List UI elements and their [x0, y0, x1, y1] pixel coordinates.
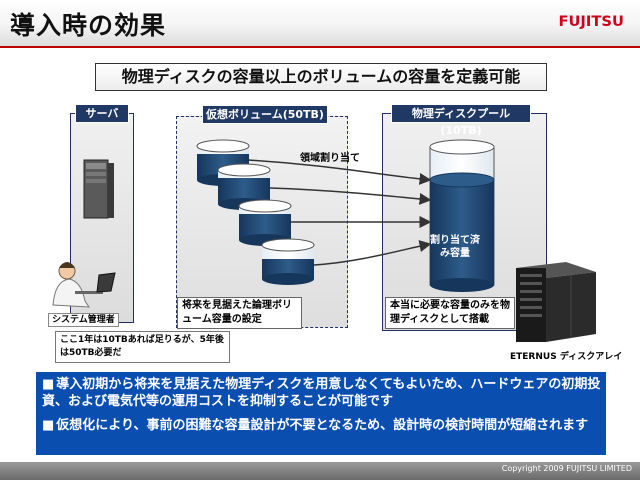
pool-panel-title: 物理ディスクプール(10TB): [391, 104, 531, 137]
eternus-label: ETERNUS ディスクアレイ: [510, 352, 623, 362]
summary-box: ■導入初期から将来を見据えた物理ディスクを用意しなくてもよいため、ハードウェアの…: [36, 372, 606, 455]
pool-caption: 本当に必要な容量のみを物理ディスクとして搭載: [385, 297, 515, 329]
admin-speech-note: ここ1年は10TBあれば足りるが、5年後は50TB必要だ: [55, 331, 230, 363]
page-title: 導入時の効果: [10, 11, 167, 40]
volume-panel-title: 仮想ボリューム(50TB): [202, 105, 328, 124]
logo-text: FUJITSU: [558, 14, 624, 30]
copyright-text: Copyright 2009 FUJITSU LIMITED: [501, 464, 632, 473]
summary-item-text: 仮想化により、事前の困難な容量設計が不要となるため、設計時の検討時間が短縮されま…: [56, 418, 589, 433]
eternus-storage-icon: [516, 262, 596, 342]
fujitsu-logo: FUJITSU: [558, 14, 623, 30]
server-panel-title: サーバ: [75, 104, 129, 123]
allocation-label: 領域割り当て: [300, 153, 360, 164]
allocated-capacity-label: 割り当て済み容量: [430, 235, 480, 259]
volume-caption: 将来を見据えた論理ボリューム容量の設定: [177, 297, 302, 329]
slide-subtitle: 物理ディスクの容量以上のボリュームの容量を定義可能: [95, 63, 547, 91]
summary-item: ■仮想化により、事前の困難な容量設計が不要となるため、設計時の検討時間が短縮され…: [42, 417, 588, 434]
footer-bar: Copyright 2009 FUJITSU LIMITED: [0, 462, 640, 480]
bullet-icon: ■: [42, 418, 55, 433]
admin-person-icon: [52, 262, 116, 308]
summary-item: ■導入初期から将来を見据えた物理ディスクを用意しなくてもよいため、ハードウェアの…: [42, 376, 606, 410]
physical-pool-cylinder: [429, 139, 495, 292]
allocation-arrows: [247, 159, 432, 266]
summary-item-text: 導入初期から将来を見据えた物理ディスクを用意しなくてもよいため、ハードウェアの初…: [42, 377, 601, 409]
virtual-volume-cylinders: [196, 139, 315, 285]
server-icon: [83, 159, 114, 219]
bullet-icon: ■: [42, 377, 55, 392]
admin-label: システム管理者: [48, 313, 119, 327]
header-bar: [0, 0, 640, 46]
header-divider: [0, 46, 640, 48]
